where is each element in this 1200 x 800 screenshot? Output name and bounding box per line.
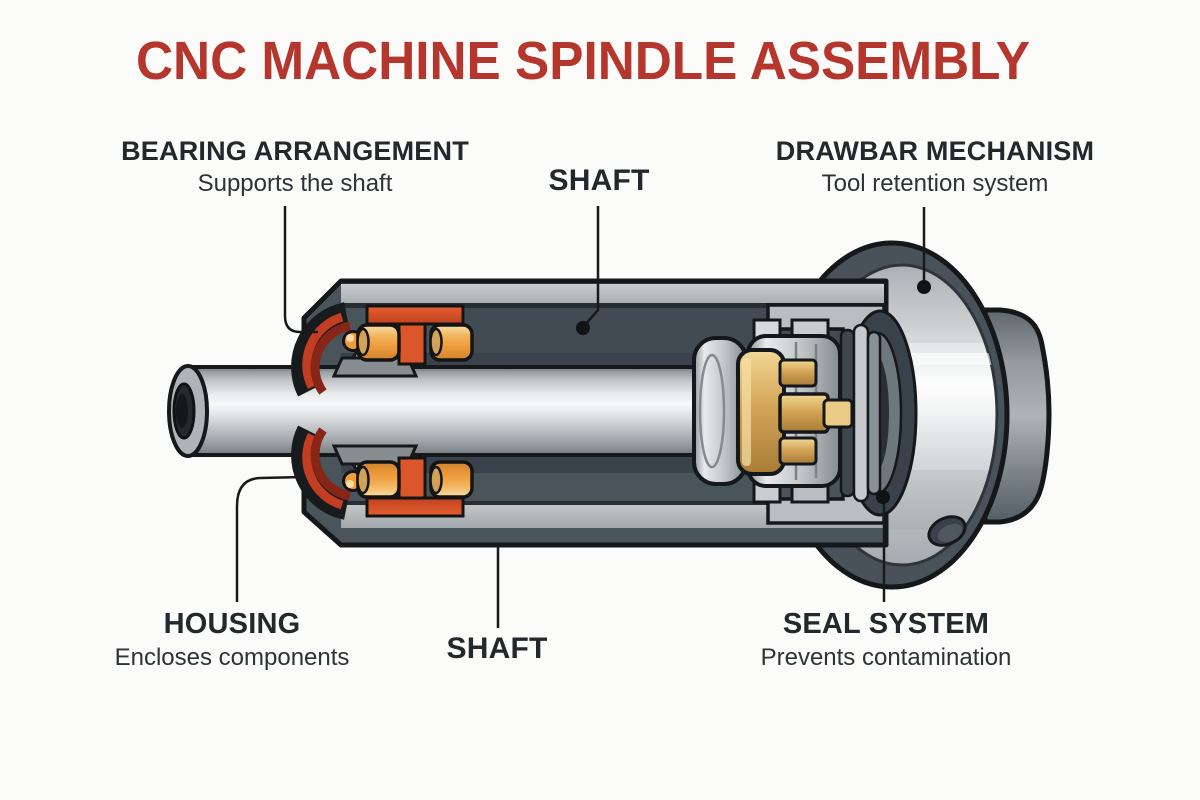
label-shaft-bottom: SHAFT xyxy=(447,632,548,666)
label-drawbar-mechanism: DRAWBAR MECHANISM Tool retention system xyxy=(776,136,1094,199)
shaft xyxy=(167,364,744,458)
leader-dot-drawbar xyxy=(917,280,931,294)
brass-collet xyxy=(736,348,854,476)
leader-seal xyxy=(881,498,886,602)
label-drawbar-mechanism-sub: Tool retention system xyxy=(821,170,1049,198)
leader-bearing-arrangement xyxy=(283,206,318,334)
label-seal-system: SEAL SYSTEM Prevents contamination xyxy=(761,608,1012,673)
label-seal-system-title: SEAL SYSTEM xyxy=(782,608,990,640)
label-housing: HOUSING Encloses components xyxy=(115,608,350,673)
drawbar-mechanism xyxy=(692,318,854,504)
label-housing-sub: Encloses components xyxy=(114,644,350,672)
leader-shaft-top xyxy=(584,206,600,326)
label-bearing-arrangement-title: BEARING ARRANGEMENT xyxy=(121,136,469,166)
label-seal-system-sub: Prevents contamination xyxy=(760,644,1012,672)
leader-dot-shaft-top xyxy=(576,321,590,335)
bolt-hole xyxy=(927,515,967,547)
label-shaft-bottom-title: SHAFT xyxy=(446,632,548,665)
leader-lines xyxy=(235,206,931,628)
label-bearing-arrangement-sub: Supports the shaft xyxy=(197,170,393,198)
label-housing-title: HOUSING xyxy=(163,608,301,640)
label-drawbar-mechanism-title: DRAWBAR MECHANISM xyxy=(775,136,1095,166)
leader-dot-seal xyxy=(876,490,890,504)
label-bearing-arrangement: BEARING ARRANGEMENT Supports the shaft xyxy=(121,136,469,199)
diagram-title: CNC MACHINE SPINDLE ASSEMBLY xyxy=(135,31,1031,91)
label-shaft-top-title: SHAFT xyxy=(548,164,650,197)
leader-housing xyxy=(235,475,305,602)
label-shaft-top: SHAFT xyxy=(549,164,650,198)
